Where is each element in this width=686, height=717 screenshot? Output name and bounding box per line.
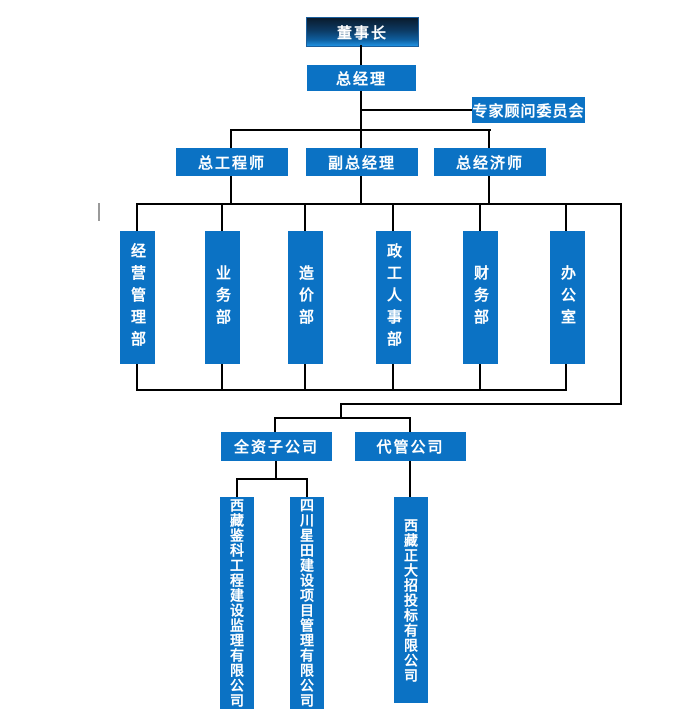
department-label: 政工人事部 bbox=[385, 242, 402, 353]
general-manager-node: 总经理 bbox=[307, 65, 416, 91]
connector-line bbox=[488, 129, 490, 148]
connector-line bbox=[136, 203, 138, 231]
department-node-cost: 造价部 bbox=[288, 231, 323, 364]
connector-line bbox=[565, 364, 567, 391]
advisory-committee-node: 专家顾问委员会 bbox=[472, 97, 585, 123]
department-node-political-personnel: 政工人事部 bbox=[376, 231, 411, 364]
department-label: 财务部 bbox=[472, 264, 489, 331]
department-label: 业务部 bbox=[214, 264, 231, 331]
company-label: 西藏正大招投标有限公司 bbox=[403, 517, 419, 683]
department-label: 造价部 bbox=[297, 264, 314, 331]
company-node-sichuan-xingtian: 四川星田建设项目管理有限公司 bbox=[290, 497, 324, 709]
connector-line bbox=[479, 203, 481, 231]
connector-line bbox=[488, 176, 490, 204]
connector-line bbox=[274, 417, 411, 419]
connector-line bbox=[236, 478, 238, 497]
department-node-operations-management: 经营管理部 bbox=[120, 231, 155, 364]
connector-line bbox=[230, 129, 491, 131]
connector-line bbox=[275, 461, 277, 480]
deputy-general-manager-node: 副总经理 bbox=[306, 148, 418, 176]
connector-line bbox=[409, 461, 411, 497]
connector-line bbox=[409, 417, 411, 432]
connector-line bbox=[361, 109, 472, 111]
stray-tick-mark bbox=[98, 203, 100, 221]
connector-line bbox=[360, 45, 362, 65]
connector-line bbox=[221, 364, 223, 391]
connector-line bbox=[479, 364, 481, 391]
connector-line bbox=[304, 203, 306, 231]
connector-line bbox=[340, 403, 342, 419]
connector-line bbox=[274, 417, 276, 432]
connector-line bbox=[360, 176, 362, 204]
connector-line bbox=[392, 364, 394, 391]
company-node-tibet-zhengda: 西藏正大招投标有限公司 bbox=[394, 497, 428, 703]
connector-line bbox=[565, 203, 567, 231]
chief-engineer-node: 总工程师 bbox=[176, 148, 288, 176]
company-label: 四川星田建设项目管理有限公司 bbox=[299, 498, 315, 708]
connector-line bbox=[620, 203, 622, 405]
connector-line bbox=[136, 364, 138, 391]
connector-line bbox=[236, 478, 308, 480]
chief-economist-node: 总经济师 bbox=[434, 148, 546, 176]
connector-line bbox=[136, 389, 567, 391]
managed-company-node: 代管公司 bbox=[355, 432, 466, 461]
connector-line bbox=[136, 203, 622, 205]
connector-line bbox=[230, 176, 232, 204]
connector-line bbox=[306, 478, 308, 497]
department-node-office: 办公室 bbox=[550, 231, 585, 364]
department-node-business: 业务部 bbox=[205, 231, 240, 364]
department-node-finance: 财务部 bbox=[463, 231, 498, 364]
chairman-node: 董事长 bbox=[306, 17, 419, 47]
connector-line bbox=[392, 203, 394, 231]
company-node-tibet-jianke: 西藏鉴科工程建设监理有限公司 bbox=[220, 497, 254, 709]
department-label: 办公室 bbox=[559, 264, 576, 331]
connector-line bbox=[360, 91, 362, 148]
connector-line bbox=[230, 129, 232, 148]
connector-line bbox=[340, 403, 622, 405]
wholly-owned-subsidiary-node: 全资子公司 bbox=[221, 432, 332, 461]
department-label: 经营管理部 bbox=[129, 242, 146, 353]
company-label: 西藏鉴科工程建设监理有限公司 bbox=[229, 498, 245, 708]
connector-line bbox=[304, 364, 306, 391]
connector-line bbox=[221, 203, 223, 231]
